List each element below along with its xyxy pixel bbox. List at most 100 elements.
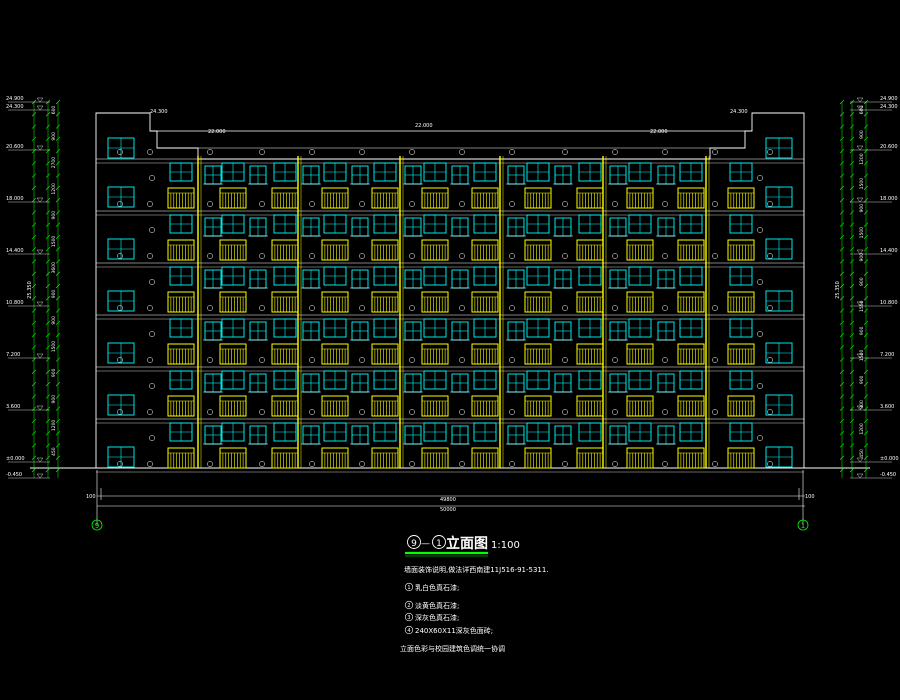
dim-tick bbox=[839, 332, 845, 338]
material-tag bbox=[767, 149, 773, 155]
material-tag bbox=[409, 409, 415, 415]
dim-tick bbox=[849, 308, 855, 313]
dim-tick bbox=[31, 210, 37, 215]
material-tag bbox=[149, 383, 155, 389]
material-tag bbox=[207, 201, 213, 207]
material-tag bbox=[309, 253, 315, 259]
material-tag bbox=[662, 149, 668, 155]
material-tag bbox=[612, 305, 618, 311]
material-tag bbox=[612, 357, 618, 363]
dim-tick bbox=[55, 259, 61, 264]
material-tag bbox=[149, 175, 155, 181]
svg-text:4: 4 bbox=[407, 628, 410, 634]
material-tag bbox=[712, 149, 718, 155]
balcony-railing bbox=[727, 343, 755, 365]
dim-tick bbox=[839, 148, 845, 154]
level-symbol bbox=[856, 457, 864, 463]
dim-segment: 900 bbox=[859, 326, 865, 335]
material-tag bbox=[117, 149, 123, 155]
dim-tick bbox=[849, 246, 855, 252]
dim-tick bbox=[31, 148, 37, 154]
dim-tick bbox=[55, 124, 61, 129]
material-tag bbox=[662, 253, 668, 259]
material-tag bbox=[712, 409, 718, 415]
dim-tick bbox=[849, 124, 855, 129]
dim-tick bbox=[849, 332, 855, 338]
level-value: 18.000 bbox=[6, 196, 24, 202]
dim-tick bbox=[55, 345, 61, 350]
dim-segment: 900 bbox=[51, 316, 57, 325]
balcony-railing bbox=[371, 239, 399, 261]
level-value: -0.450 bbox=[6, 472, 22, 478]
dim-segment: 1500 bbox=[859, 227, 865, 239]
dim-tick bbox=[45, 210, 51, 215]
dim-tick bbox=[55, 271, 61, 276]
dim-tick bbox=[55, 210, 61, 215]
level-symbol bbox=[36, 301, 44, 307]
dim-tick bbox=[55, 234, 61, 240]
dim-tick bbox=[45, 173, 51, 178]
dim-segment: 900 bbox=[859, 130, 865, 139]
material-tag bbox=[459, 461, 465, 467]
level-value: 24.300 bbox=[6, 104, 24, 110]
level-symbol bbox=[36, 197, 44, 203]
dim-tick bbox=[863, 443, 869, 448]
material-tag bbox=[149, 279, 155, 285]
material-tag bbox=[309, 409, 315, 415]
balcony-railing bbox=[727, 239, 755, 261]
dim-tick bbox=[863, 394, 869, 399]
balcony-railing bbox=[371, 395, 399, 417]
level-value: 7.200 bbox=[880, 352, 894, 358]
dim-tick bbox=[849, 234, 855, 240]
level-value: 20.600 bbox=[6, 144, 24, 150]
dim-tick bbox=[863, 381, 869, 387]
dim-tick bbox=[55, 161, 61, 166]
dim-segment: 900 bbox=[51, 368, 57, 377]
dim-tick bbox=[863, 296, 869, 301]
dim-tick bbox=[55, 418, 61, 424]
dim-tick bbox=[839, 112, 845, 117]
dim-tick bbox=[849, 210, 855, 215]
material-tag bbox=[509, 409, 515, 415]
level-value: 20.600 bbox=[880, 144, 898, 150]
material-tag bbox=[757, 175, 763, 181]
dim-tick bbox=[839, 173, 845, 178]
material-tag bbox=[359, 461, 365, 467]
material-tag bbox=[459, 357, 465, 363]
balcony-railing bbox=[626, 395, 654, 417]
dim-tick bbox=[839, 283, 845, 289]
drawing-title: 9 — 1 立面图 1:100 bbox=[405, 535, 520, 557]
dim-tick bbox=[45, 394, 51, 399]
level-value: 24.300 bbox=[880, 104, 898, 110]
material-tag bbox=[359, 149, 365, 155]
dim-tick bbox=[849, 296, 855, 301]
dim-segment: 1500 bbox=[859, 300, 865, 312]
material-tag bbox=[459, 409, 465, 415]
dim-tick bbox=[45, 369, 51, 375]
dim-segment: 900 bbox=[859, 277, 865, 286]
material-tag bbox=[767, 305, 773, 311]
roof-label-right: 24.300 bbox=[730, 109, 748, 115]
dim-tick bbox=[55, 296, 61, 301]
balcony-railing bbox=[219, 343, 247, 365]
dim-tick bbox=[45, 222, 51, 227]
balcony-railing bbox=[524, 447, 552, 469]
material-tag bbox=[662, 461, 668, 467]
dim-tick bbox=[31, 124, 37, 129]
dim-tick bbox=[55, 148, 61, 154]
dim-tick bbox=[45, 430, 51, 436]
dim-tick bbox=[839, 136, 845, 142]
dim-tick bbox=[45, 185, 51, 191]
dim-tick bbox=[863, 357, 869, 362]
dim-tick bbox=[849, 161, 855, 166]
balcony-railing bbox=[576, 395, 604, 417]
balcony-railing bbox=[727, 447, 755, 469]
dim-tick bbox=[839, 222, 845, 227]
dim-tick bbox=[839, 161, 845, 166]
balcony-railing bbox=[271, 395, 299, 417]
material-tag bbox=[409, 461, 415, 467]
note-footer: 立面色彩与校园建筑色调统一协调 bbox=[400, 644, 505, 653]
balcony-railing bbox=[626, 291, 654, 313]
dim-tick bbox=[863, 283, 869, 289]
